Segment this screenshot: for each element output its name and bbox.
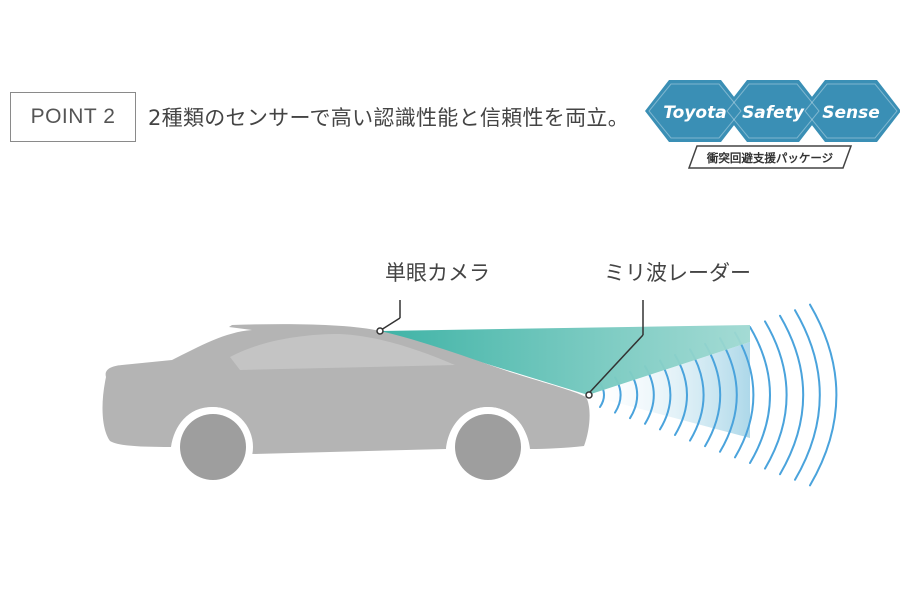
logo-hexagon-toyota bbox=[645, 80, 745, 142]
radar-coverage-area bbox=[588, 342, 750, 438]
radar-wave-arc bbox=[749, 326, 771, 464]
radar-wave-arc bbox=[794, 309, 821, 481]
point-label: POINT 2 bbox=[10, 92, 136, 142]
radar-leader-diagonal bbox=[589, 334, 644, 393]
logo-banner bbox=[687, 145, 853, 169]
radar-wave-arc bbox=[809, 303, 838, 487]
front-wheel bbox=[448, 407, 528, 487]
radar-wave-arc bbox=[719, 337, 738, 453]
radar-wave-arc bbox=[734, 331, 755, 459]
toyota-safety-sense-logo: Toyota Safety Sense 衝突回避支援パッケージ bbox=[645, 80, 900, 169]
headline: 2種類のセンサーで高い認識性能と信頼性を両立。 bbox=[148, 106, 629, 130]
radar-wave-arc bbox=[764, 320, 788, 470]
logo-hexagon-safety bbox=[723, 80, 823, 142]
radar-wave-arc bbox=[779, 314, 805, 476]
logo-word-toyota: Toyota bbox=[663, 103, 726, 123]
camera-beam bbox=[380, 325, 750, 395]
logo-word-safety: Safety bbox=[742, 103, 805, 123]
logo-word-sense: Sense bbox=[822, 103, 880, 123]
camera-sensor-point bbox=[376, 327, 384, 335]
car-body bbox=[102, 324, 590, 454]
radar-label: ミリ波レーダー bbox=[604, 261, 751, 285]
camera-leader-diagonal bbox=[380, 317, 401, 331]
camera-label: 単眼カメラ bbox=[385, 261, 490, 285]
rear-wheel bbox=[173, 407, 253, 487]
logo-hexagon-sense bbox=[801, 80, 900, 142]
radar-sensor-point bbox=[585, 391, 593, 399]
car-window bbox=[230, 334, 455, 370]
logo-banner-text: 衝突回避支援パッケージ bbox=[706, 151, 834, 165]
